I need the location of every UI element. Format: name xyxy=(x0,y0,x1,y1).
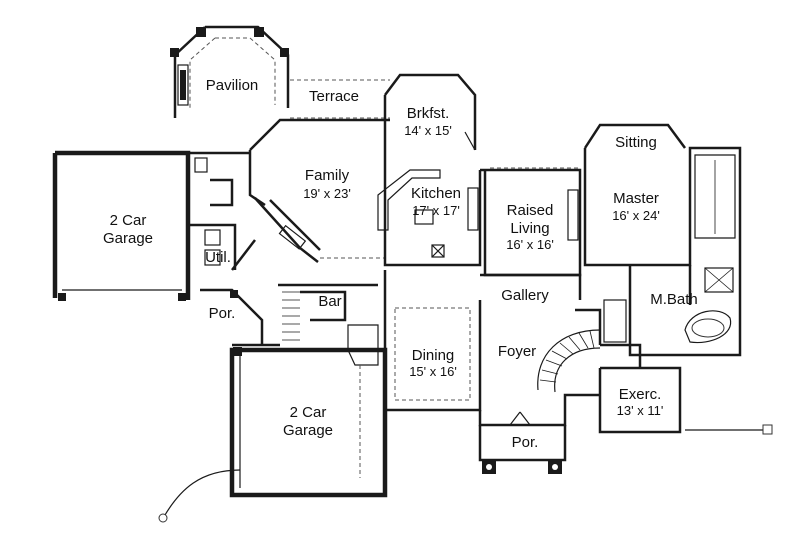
pavilion-outline xyxy=(189,37,276,108)
dining-ceiling xyxy=(394,307,471,401)
family-walls xyxy=(248,118,390,207)
pavilion-column-3 xyxy=(280,48,289,57)
pavilion-column-2 xyxy=(254,27,264,37)
kitchen-dims: 17' x 17' xyxy=(412,203,460,218)
dining-dims: 15' x 16' xyxy=(409,364,457,379)
diagonal-hall xyxy=(254,197,321,263)
master-label: Master xyxy=(613,190,659,207)
kitchen-label: Kitchen xyxy=(411,185,461,202)
breakfast-label: Brkfst. xyxy=(407,105,450,122)
room-labels: Pavilion Terrace Brkfst. 14' x 15' Sitti… xyxy=(103,77,698,451)
porch-left-label: Por. xyxy=(209,305,236,322)
curved-stair xyxy=(537,329,601,393)
kitchen-sink xyxy=(431,244,445,258)
kitchen-island xyxy=(377,169,441,231)
pavilion-walls xyxy=(173,25,290,118)
porch-front-label: Por. xyxy=(512,434,539,451)
garage-left-label-2: Garage xyxy=(103,230,153,247)
sitting-label: Sitting xyxy=(615,134,657,151)
pavilion-column-4 xyxy=(170,48,179,57)
tub-basin xyxy=(691,318,725,338)
family-dims: 19' x 23' xyxy=(303,186,351,201)
column-cap xyxy=(486,464,492,470)
driveway-curve xyxy=(164,469,241,516)
util-dryer xyxy=(204,249,221,266)
raised-living-label-2: Living xyxy=(510,220,549,237)
gallery-walls xyxy=(383,270,582,300)
front-garage-walls xyxy=(229,347,388,498)
driveway-light xyxy=(158,513,168,523)
front-door xyxy=(509,411,531,426)
porch-left-column xyxy=(230,290,238,298)
terrace-outline xyxy=(290,79,390,119)
kitchen-prep xyxy=(414,209,434,225)
closets xyxy=(575,308,642,368)
tub xyxy=(684,310,732,344)
util-walls xyxy=(188,151,250,270)
column-cap-2 xyxy=(552,464,558,470)
pavilion-fireplace xyxy=(177,64,189,106)
kitchen-sink-x2 xyxy=(431,244,445,258)
hall-cabinet xyxy=(278,224,307,250)
bar-walls xyxy=(278,283,378,322)
garden-light xyxy=(762,424,773,435)
left-garage-post-2 xyxy=(178,293,186,301)
foyer-walls xyxy=(478,393,600,427)
util-washer xyxy=(204,229,221,246)
dining-label: Dining xyxy=(412,347,455,364)
diag-wall xyxy=(231,239,256,271)
raised-living-label-1: Raised xyxy=(507,202,554,219)
breakfast-door xyxy=(464,131,476,151)
garage-left-label-1: 2 Car xyxy=(110,212,147,229)
sitting-walls xyxy=(583,123,687,149)
left-garage-post xyxy=(58,293,66,301)
shower-x2 xyxy=(704,267,734,293)
vanity xyxy=(603,299,627,343)
master-bath-walls xyxy=(628,262,742,357)
porch-front-walls xyxy=(478,425,567,462)
exercise-dims: 13' x 11' xyxy=(617,403,664,418)
kitchen-walls xyxy=(383,128,482,267)
exercise-label: Exerc. xyxy=(619,386,662,403)
pavilion-label: Pavilion xyxy=(206,77,259,94)
walls xyxy=(52,25,773,523)
bar-label: Bar xyxy=(318,293,341,310)
utility-label: Util. xyxy=(205,249,231,266)
garage-front-label-2: Garage xyxy=(283,422,333,439)
util-toilet xyxy=(194,157,208,173)
master-closet xyxy=(694,154,736,239)
bar-counter xyxy=(347,324,379,366)
exercise-walls xyxy=(598,366,682,434)
back-stairs xyxy=(282,291,300,341)
terrace-label: Terrace xyxy=(309,88,359,105)
master-bath-label: M.Bath xyxy=(650,291,698,308)
raised-living-fireplace xyxy=(567,189,579,241)
master-walls xyxy=(583,146,742,267)
pavilion-fireplace-hearth xyxy=(180,70,186,100)
master-dims: 16' x 24' xyxy=(612,208,660,223)
gallery-label: Gallery xyxy=(501,287,549,304)
porch-left-walls xyxy=(200,288,280,347)
foyer-label: Foyer xyxy=(498,343,536,360)
family-label: Family xyxy=(305,167,350,184)
shower xyxy=(704,267,734,293)
garage-front-label-1: 2 Car xyxy=(290,404,327,421)
breakfast-dims: 14' x 15' xyxy=(404,123,452,138)
kitchen-pantry xyxy=(467,187,479,231)
raised-living-dims: 16' x 16' xyxy=(506,237,554,252)
breakfast-walls xyxy=(383,73,477,150)
pavilion-column xyxy=(196,27,206,37)
dining-walls xyxy=(383,300,482,412)
